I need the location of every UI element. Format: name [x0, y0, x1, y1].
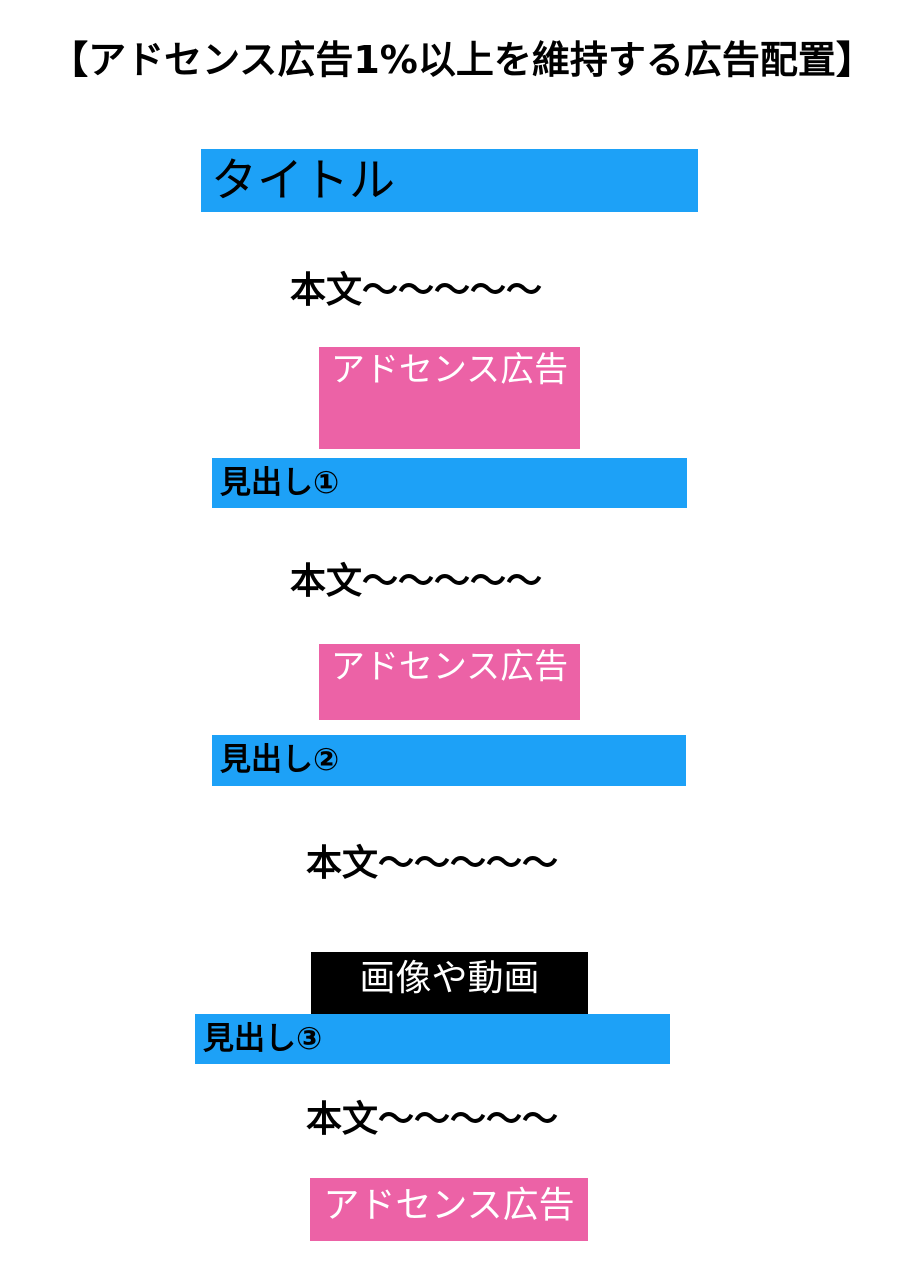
body-text-1: 本文〜〜〜〜〜 [290, 270, 543, 311]
heading-block-2: 見出し② [212, 735, 686, 786]
ad-block-3: アドセンス広告 [310, 1178, 588, 1241]
article-title-block: タイトル [201, 149, 698, 212]
heading-block-3: 見出し③ [195, 1014, 670, 1064]
ad-block-2: アドセンス広告 [319, 644, 580, 720]
body-text-4: 本文〜〜〜〜〜 [306, 1099, 559, 1140]
page-title: 【アドセンス広告1%以上を維持する広告配置】 [50, 38, 874, 82]
ad-block-1: アドセンス広告 [319, 347, 580, 449]
heading-block-1: 見出し① [212, 458, 687, 508]
body-text-3: 本文〜〜〜〜〜 [306, 843, 559, 884]
body-text-2: 本文〜〜〜〜〜 [290, 561, 543, 602]
media-block: 画像や動画 [311, 952, 588, 1014]
